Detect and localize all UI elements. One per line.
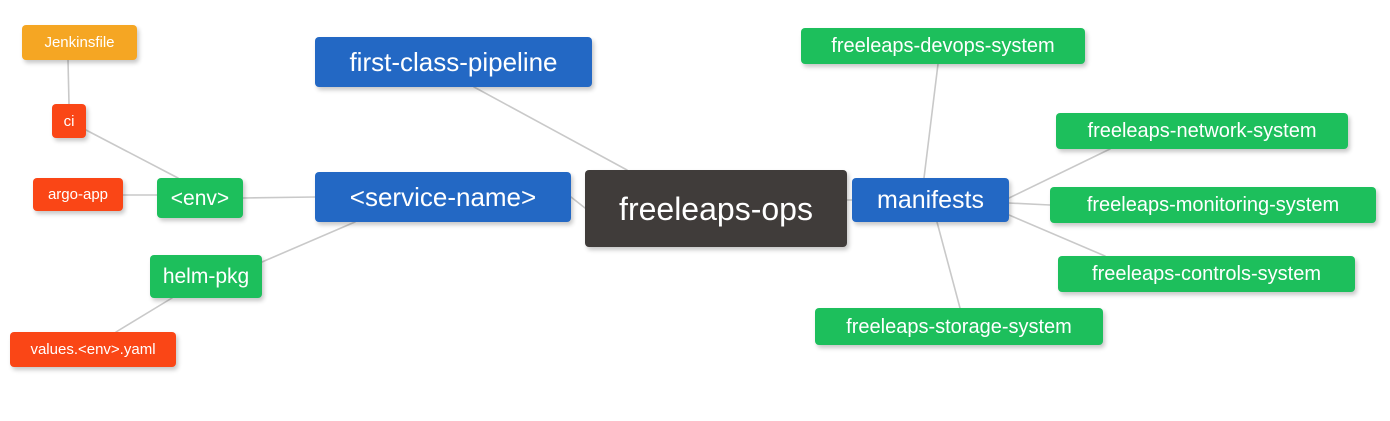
mindmap-node-values-env-yaml[interactable]: values.<env>.yaml <box>10 332 176 367</box>
mindmap-node-freeleaps-devops-system[interactable]: freeleaps-devops-system <box>801 28 1085 64</box>
mindmap-node-freeleaps-ops[interactable]: freeleaps-ops <box>585 170 847 247</box>
edge-manifests-to-freeleaps-devops-system <box>923 63 939 179</box>
edge-manifests-to-freeleaps-network-system <box>1008 148 1111 199</box>
edge-freeleaps-ops-to-first-class-pipeline <box>473 86 628 171</box>
mindmap-node-env[interactable]: <env> <box>157 178 243 218</box>
edge-freeleaps-ops-to-service-name <box>570 196 586 209</box>
mindmap-node-freeleaps-network-system[interactable]: freeleaps-network-system <box>1056 113 1348 149</box>
edge-manifests-to-freeleaps-storage-system <box>936 221 961 309</box>
edge-ci-to-jenkinsfile <box>67 59 70 105</box>
mindmap-node-freeleaps-controls-system[interactable]: freeleaps-controls-system <box>1058 256 1355 292</box>
mindmap-node-argo-app[interactable]: argo-app <box>33 178 123 211</box>
edge-service-name-to-env <box>242 196 316 199</box>
edge-helm-pkg-to-values-env-yaml <box>115 297 173 333</box>
mindmap-node-manifests[interactable]: manifests <box>852 178 1009 222</box>
mindmap-node-helm-pkg[interactable]: helm-pkg <box>150 255 262 298</box>
edge-manifests-to-freeleaps-controls-system <box>1008 214 1106 257</box>
edge-env-to-ci <box>85 129 179 179</box>
mindmap-node-first-class-pipeline[interactable]: first-class-pipeline <box>315 37 592 87</box>
mindmap-node-jenkinsfile[interactable]: Jenkinsfile <box>22 25 137 60</box>
edge-service-name-to-helm-pkg <box>261 221 356 263</box>
mindmap-node-ci[interactable]: ci <box>52 104 86 138</box>
edge-manifests-to-freeleaps-monitoring-system <box>1008 202 1051 206</box>
mindmap-node-service-name[interactable]: <service-name> <box>315 172 571 222</box>
mindmap-node-freeleaps-monitoring-system[interactable]: freeleaps-monitoring-system <box>1050 187 1376 223</box>
mindmap-node-freeleaps-storage-system[interactable]: freeleaps-storage-system <box>815 308 1103 345</box>
